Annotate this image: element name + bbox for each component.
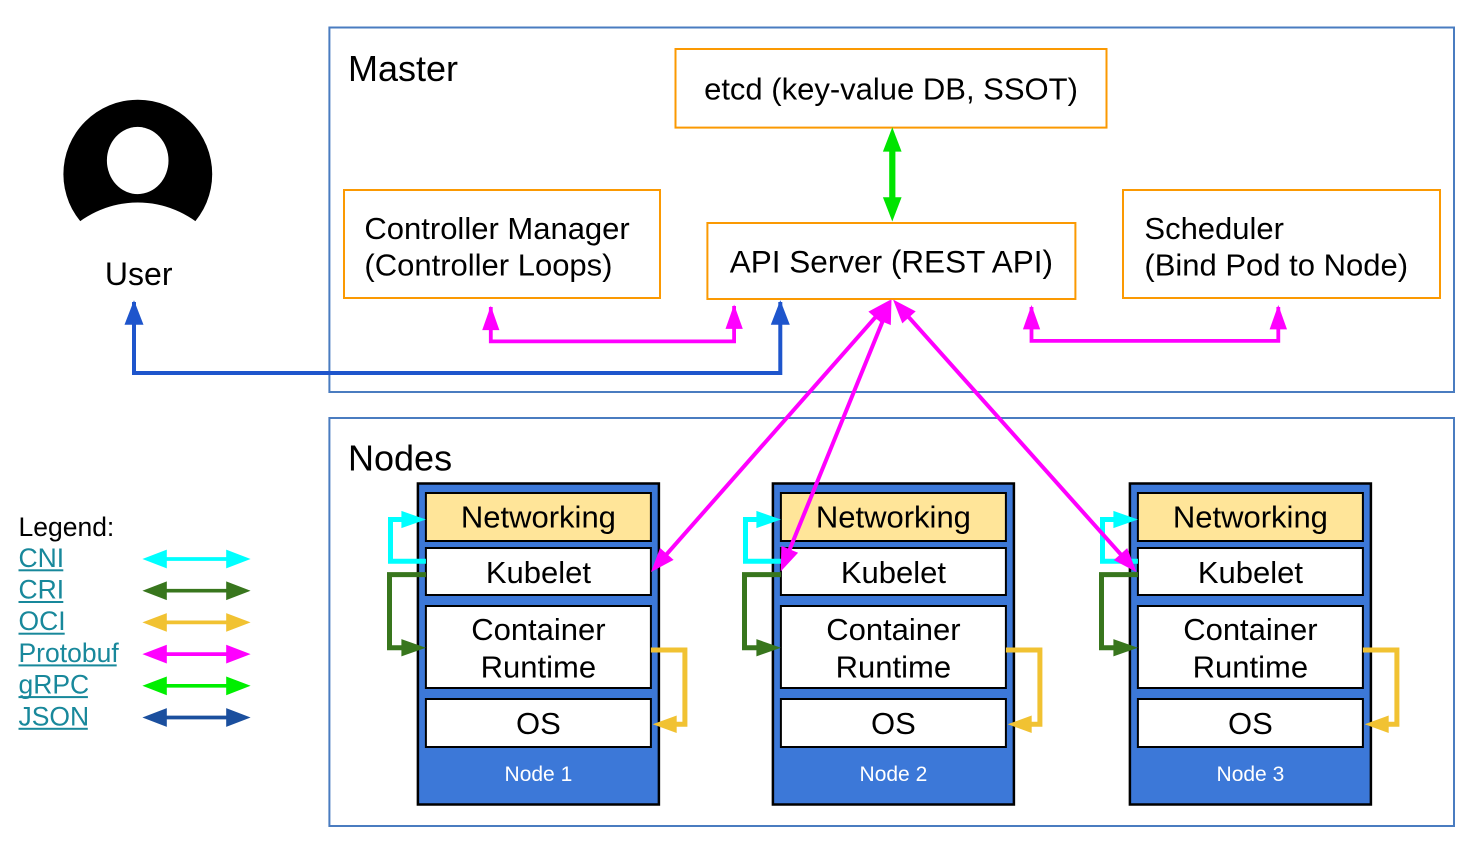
- svg-text:Container: Container: [1183, 612, 1317, 647]
- svg-text:(Controller Loops): (Controller Loops): [364, 248, 612, 283]
- svg-text:Node 1: Node 1: [505, 763, 573, 786]
- svg-text:Networking: Networking: [1173, 500, 1328, 535]
- svg-text:OCI: OCI: [19, 606, 66, 636]
- svg-text:Container: Container: [826, 612, 960, 647]
- svg-text:OS: OS: [516, 706, 561, 741]
- svg-text:OS: OS: [871, 706, 916, 741]
- svg-text:OS: OS: [1228, 706, 1273, 741]
- svg-text:Nodes: Nodes: [348, 438, 452, 479]
- svg-text:Runtime: Runtime: [1193, 650, 1308, 685]
- svg-text:Container: Container: [471, 612, 605, 647]
- svg-text:CNI: CNI: [19, 543, 65, 573]
- svg-text:etcd (key-value DB, SSOT): etcd (key-value DB, SSOT): [704, 71, 1078, 106]
- svg-text:Runtime: Runtime: [836, 650, 951, 685]
- svg-text:(Bind Pod to Node): (Bind Pod to Node): [1144, 248, 1408, 283]
- svg-text:JSON: JSON: [19, 701, 90, 731]
- svg-text:Scheduler: Scheduler: [1144, 211, 1284, 246]
- svg-text:Protobuf: Protobuf: [19, 638, 120, 668]
- svg-text:gRPC: gRPC: [19, 670, 90, 700]
- svg-text:API Server (REST API): API Server (REST API): [730, 243, 1053, 279]
- svg-text:Networking: Networking: [816, 500, 971, 535]
- svg-text:User: User: [105, 256, 173, 292]
- svg-text:Networking: Networking: [461, 500, 616, 535]
- svg-text:Master: Master: [348, 48, 458, 89]
- svg-text:Kubelet: Kubelet: [486, 555, 592, 590]
- svg-text:CRI: CRI: [19, 575, 65, 605]
- svg-text:Legend:: Legend:: [19, 512, 115, 542]
- svg-text:Node 2: Node 2: [860, 763, 928, 786]
- svg-text:Controller Manager: Controller Manager: [364, 211, 629, 246]
- svg-text:Node 3: Node 3: [1217, 763, 1285, 786]
- svg-text:Kubelet: Kubelet: [1198, 555, 1304, 590]
- svg-text:Runtime: Runtime: [481, 650, 596, 685]
- svg-text:Kubelet: Kubelet: [841, 555, 947, 590]
